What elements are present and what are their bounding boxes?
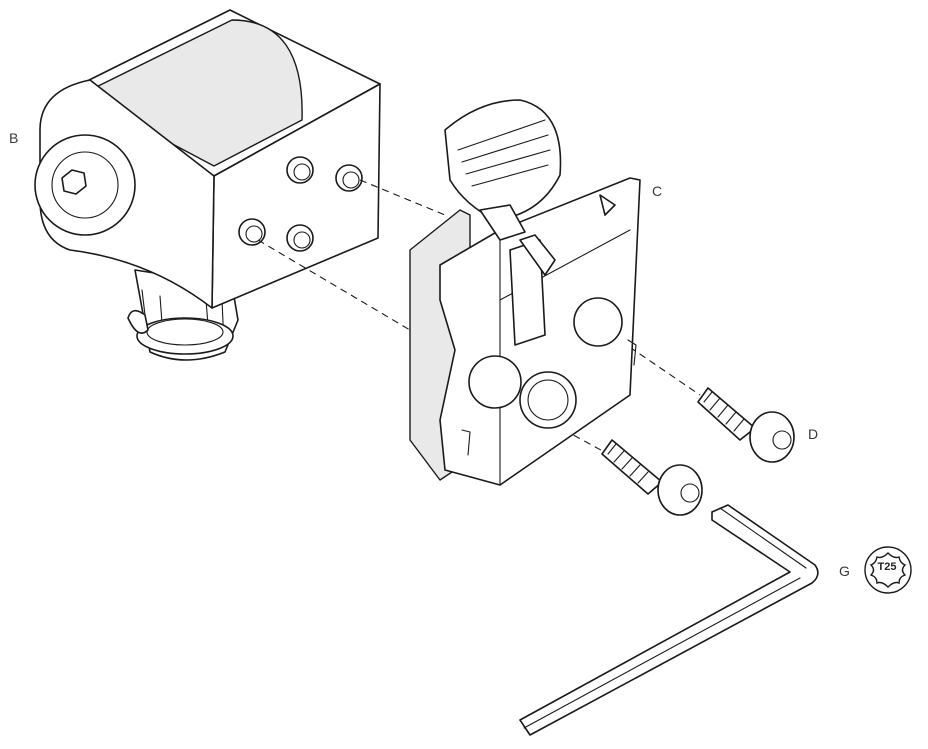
part-b-block [34, 9, 381, 361]
part-d-screw-lower [601, 439, 703, 516]
part-label-b: B [9, 130, 19, 146]
part-d-screw-upper [697, 387, 795, 463]
torx-star-icon [864, 546, 912, 594]
part-c-mount [409, 99, 641, 486]
part-label-d: D [808, 426, 819, 442]
part-label-c: C [652, 183, 663, 199]
part-label-g: G [839, 563, 850, 579]
part-g-torx-key [519, 504, 819, 736]
torx-size-label: T25 [877, 561, 897, 573]
